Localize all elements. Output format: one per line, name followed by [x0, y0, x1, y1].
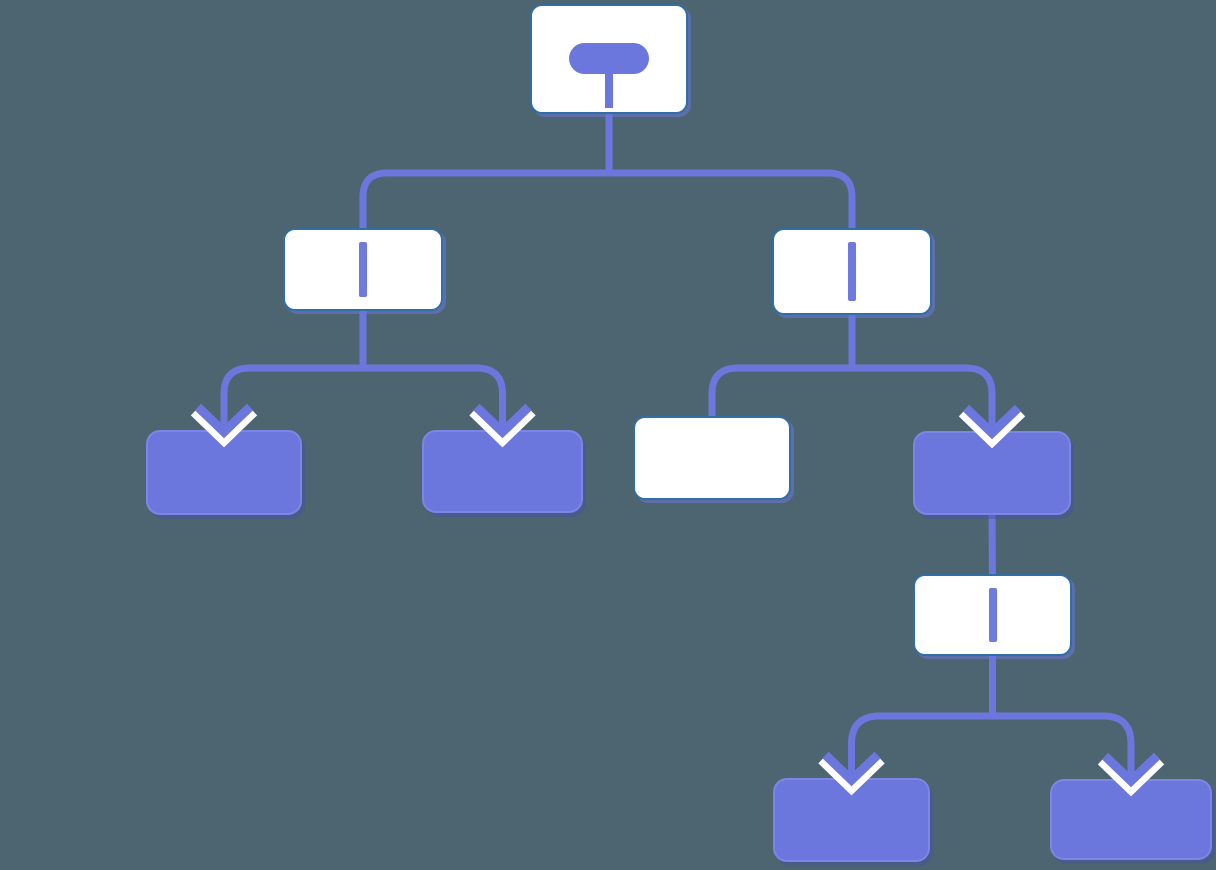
tree-node-branch-bottom[interactable] [913, 574, 1072, 656]
chevron-down-icon [473, 403, 532, 439]
tree-node-node-4[interactable] [913, 431, 1071, 515]
connector-line [988, 510, 996, 583]
chevron-down-icon [194, 403, 254, 439]
connector-line [220, 364, 506, 418]
chevron-down-icon [822, 751, 881, 787]
tree-node-leaf-3[interactable] [633, 416, 791, 500]
pill-stem-icon [569, 43, 649, 74]
tree-node-branch-right[interactable] [772, 228, 932, 315]
tree-node-branch-left[interactable] [283, 228, 443, 311]
pass-through-line-icon [359, 242, 367, 297]
tree-node-leaf-5[interactable] [773, 778, 930, 862]
chevron-down-icon [1101, 752, 1161, 788]
tree-node-leaf-2[interactable] [422, 430, 583, 513]
pass-through-line-icon [848, 242, 856, 301]
chevron-down-icon [962, 404, 1022, 440]
connector-line [848, 712, 1135, 767]
tree-node-leaf-1[interactable] [146, 430, 302, 515]
tree-node-root[interactable] [530, 4, 688, 114]
connector-line [359, 169, 856, 236]
pass-through-line-icon [988, 588, 997, 642]
pill-stem-base [605, 72, 613, 108]
tree-node-leaf-6[interactable] [1050, 779, 1212, 860]
